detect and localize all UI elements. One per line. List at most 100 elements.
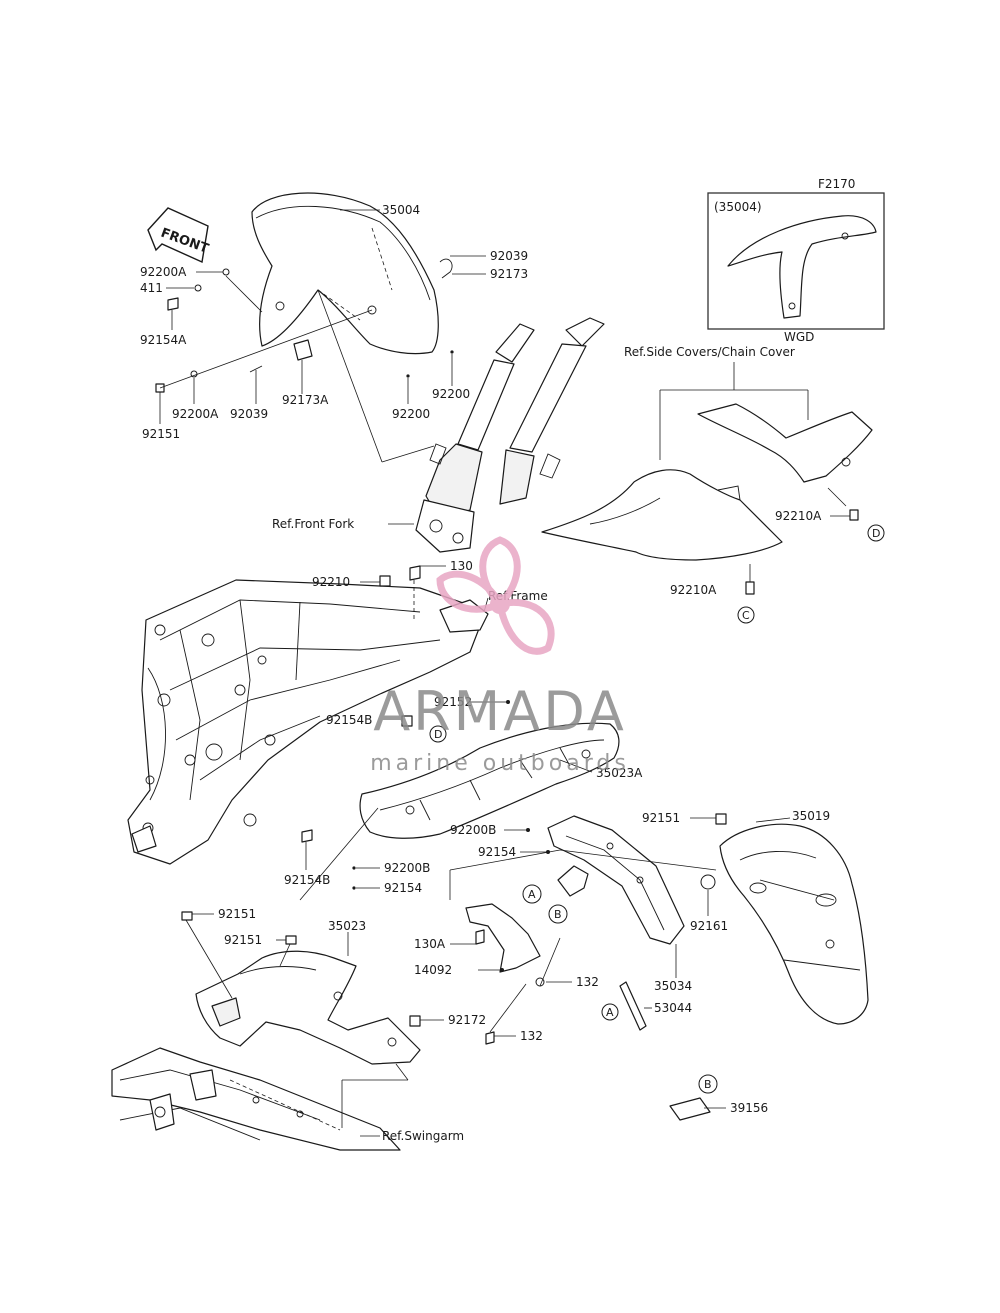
part-label-130A: 130A	[414, 937, 446, 951]
diagram-code: F2170	[818, 177, 855, 191]
ref-side-covers: Ref.Side Covers/Chain Cover	[624, 345, 795, 359]
part-label-35034: 35034	[654, 979, 692, 993]
front-arrow: FRONT	[147, 207, 211, 264]
marker-A-label: A	[528, 888, 536, 901]
part-label-92039: 92039	[490, 249, 528, 263]
inset-frame	[707, 192, 885, 330]
rear-inner-fender: 92151 92151 35023 92172	[181, 907, 486, 1065]
part-label-411: 411	[140, 281, 163, 295]
marker-A-label: A	[606, 1006, 614, 1019]
frame: Ref.Frame 92210 130	[127, 559, 548, 865]
grommet-92161	[700, 874, 716, 890]
part-label-92154: 92154	[478, 845, 516, 859]
part-label-92154: 92154	[384, 881, 422, 895]
part-label-92154B: 92154B	[326, 713, 372, 727]
part-label-132: 132	[520, 1029, 543, 1043]
part-label-35023A: 35023A	[596, 766, 643, 780]
part-label-92151: 92151	[642, 811, 680, 825]
fork-leg-right	[499, 449, 535, 505]
marker-C-label: C	[742, 609, 750, 622]
part-label-14092: 14092	[414, 963, 452, 977]
fork-tube-top-right	[565, 317, 605, 347]
watermark-tagline: marine outboards	[370, 751, 630, 776]
part-label-92154A: 92154A	[140, 333, 187, 347]
washer-92200A	[222, 268, 230, 276]
marker-B	[698, 1074, 718, 1094]
part-label-132: 132	[576, 975, 599, 989]
washer-411	[194, 284, 202, 292]
part-label-92210A: 92210A	[670, 583, 717, 597]
bolt-92151	[285, 935, 297, 945]
clip-92173	[439, 258, 453, 279]
bolt-92154B	[401, 715, 413, 727]
front-fender-edge	[255, 205, 431, 301]
upper-side-cover	[697, 403, 873, 483]
marker-C	[737, 606, 755, 624]
fork-axle-bracket	[415, 499, 475, 553]
rod-53044	[619, 981, 647, 1031]
part-label-92210: 92210	[312, 575, 350, 589]
grommet-92210A	[849, 509, 859, 521]
part-label-92200: 92200	[432, 387, 470, 401]
bolt-92151	[181, 911, 193, 921]
part-label-35019: 35019	[792, 809, 830, 823]
rear-fender-35019	[719, 823, 869, 1025]
inset-bolt-hole	[788, 302, 796, 310]
front-fender	[251, 192, 439, 355]
bolt-130A	[475, 929, 485, 945]
part-label-92200B: 92200B	[450, 823, 496, 837]
part-label-92200B: 92200B	[384, 861, 430, 875]
inset-ref-label: (35004)	[714, 200, 762, 214]
marker-D-label: D	[434, 728, 442, 741]
inset-front-fender	[727, 215, 877, 319]
part-label-92039: 92039	[230, 407, 268, 421]
part-label-92151: 92151	[218, 907, 256, 921]
front-fender-assembly	[251, 192, 453, 361]
fender-leaders: 35004 92039 92173 92200A 411 92154A 9220…	[140, 203, 528, 463]
swingarm: Ref.Swingarm	[111, 1047, 464, 1151]
watermark-logo-icon	[436, 536, 555, 655]
marker-A	[522, 884, 542, 904]
part-label-92173A: 92173A	[282, 393, 329, 407]
side-covers-group: Ref.Side Covers/Chain Cover 92210A D 922…	[541, 345, 885, 624]
ref-swingarm: Ref.Swingarm	[382, 1129, 464, 1143]
rear-inner-fender-35023	[195, 950, 421, 1065]
bracket-14092	[465, 903, 541, 973]
part-label-92151: 92151	[142, 427, 180, 441]
front-arrow-icon	[147, 207, 209, 264]
ref-front-fork: Ref.Front Fork	[272, 517, 354, 531]
part-label-92154B: 92154B	[284, 873, 330, 887]
marker-D	[867, 524, 885, 542]
watermark-brand: ARMADA	[373, 680, 627, 743]
marker-B-label: B	[704, 1078, 712, 1091]
rear-fender: 35019 92151 35034 92161 B A 130A 14092 1…	[414, 809, 869, 1121]
bolt-92172	[409, 1015, 421, 1027]
watermark: ARMADA marine outboards	[370, 536, 630, 776]
front-fork: Ref.Front Fork	[272, 317, 605, 553]
part-label-92161: 92161	[690, 919, 728, 933]
license-bracket-35034	[547, 815, 685, 945]
grommet-92210A	[745, 581, 755, 595]
part-label-92200A: 92200A	[140, 265, 187, 279]
fork-tube-left	[457, 359, 515, 451]
part-label-92173: 92173	[490, 267, 528, 281]
part-label-92210A: 92210A	[775, 509, 822, 523]
bolt-92154A	[167, 297, 179, 311]
fork-tube-right	[509, 343, 587, 453]
part-label-35004: 35004	[382, 203, 420, 217]
lower-side-cover	[541, 469, 783, 561]
marker-B	[548, 904, 568, 924]
pad-39156	[669, 1097, 711, 1121]
marker-D	[429, 725, 447, 743]
inset-variant: WGD	[784, 330, 814, 344]
rear-undertray: 92154B D 92152 35023A 92200B 92154 92154…	[284, 695, 643, 901]
part-label-92200: 92200	[392, 407, 430, 421]
variant-inset: F2170 (35004) WGD	[707, 177, 885, 344]
part-label-92200A: 92200A	[172, 407, 219, 421]
inset-bolt-hole	[841, 232, 849, 240]
part-label-53044: 53044	[654, 1001, 692, 1015]
marker-B-label: B	[554, 908, 562, 921]
fender-mount-hole	[367, 305, 377, 315]
